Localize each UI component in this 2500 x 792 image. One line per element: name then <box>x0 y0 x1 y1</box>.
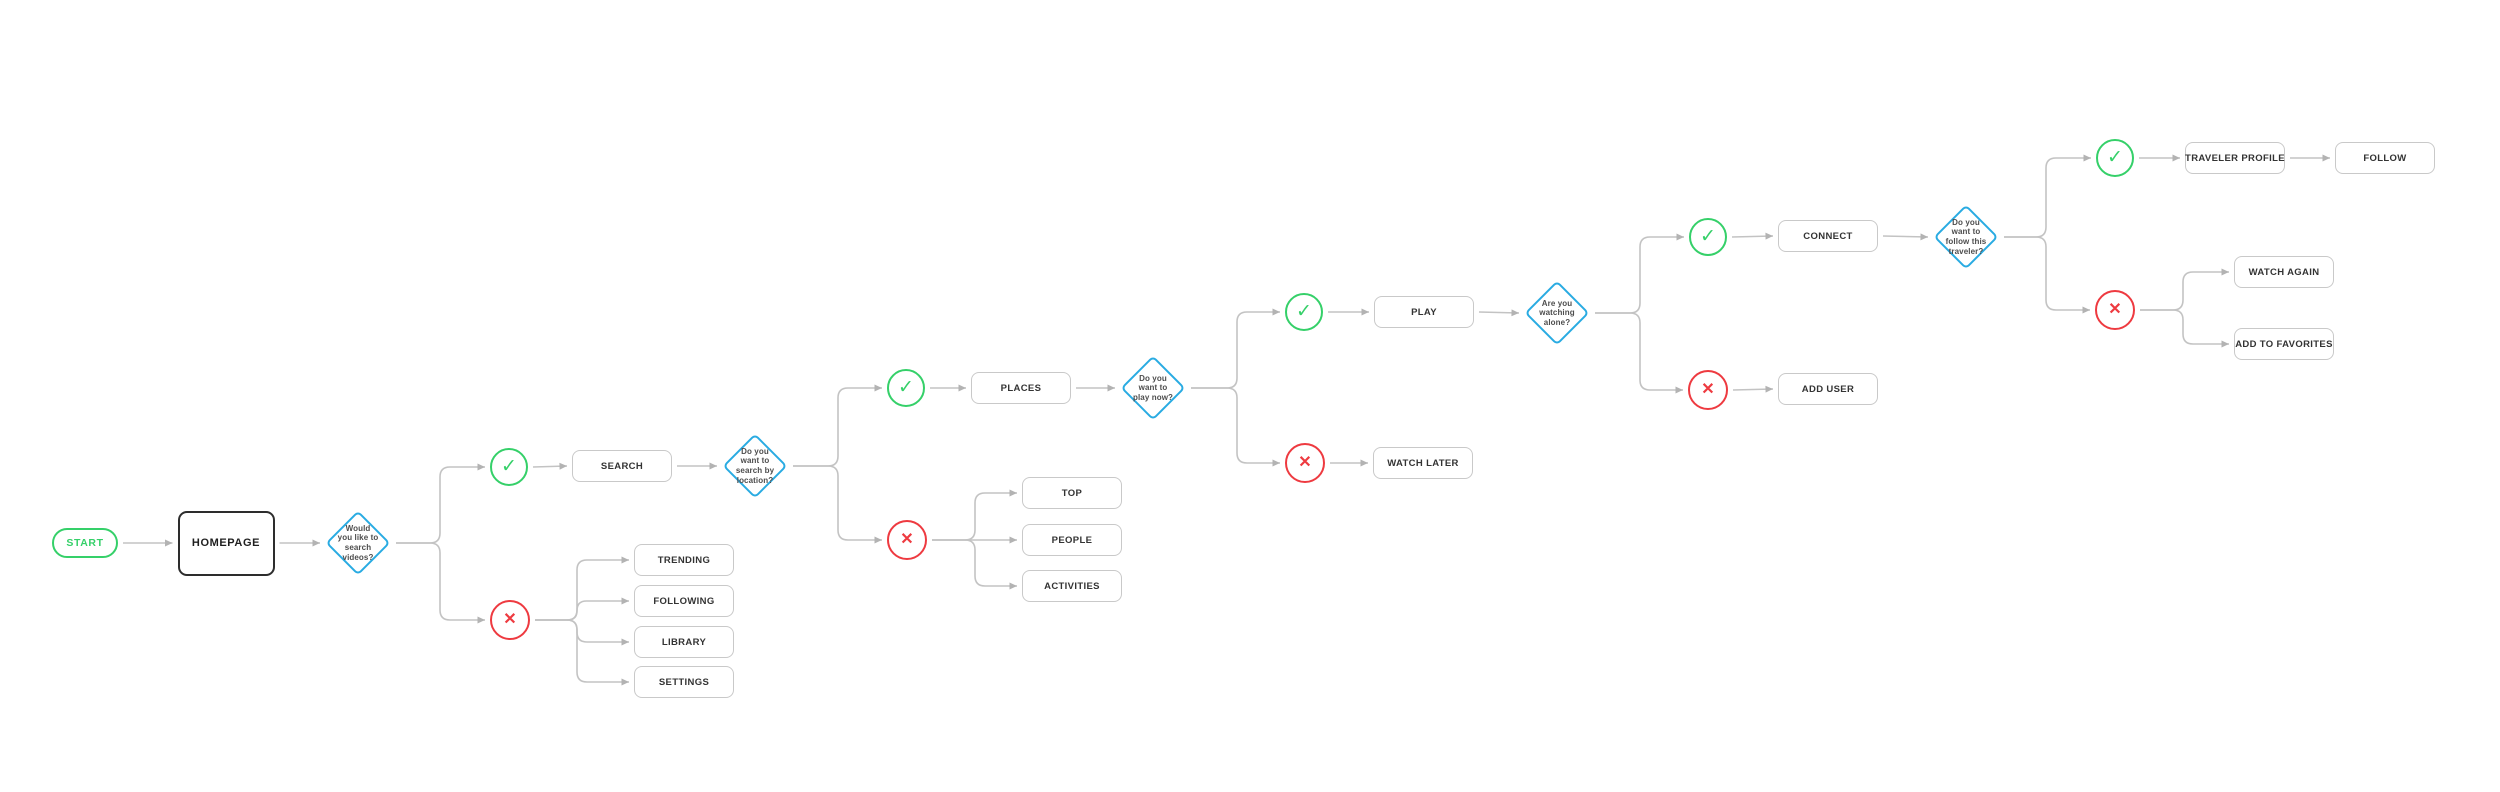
connector-x4-to-adduser <box>1732 385 1774 393</box>
connector-x5-to-addtofavorites <box>2140 309 2229 348</box>
node-label: ACTIVITIES <box>1044 580 1100 592</box>
decision-d3: Do you want to play now? <box>1120 355 1186 421</box>
yes-check-icon: ✓ <box>1285 293 1323 331</box>
node-label: TRAVELER PROFILE <box>2185 152 2285 164</box>
connector-connect-to-d5 <box>1882 233 1929 241</box>
node-label: WATCH AGAIN <box>2248 266 2320 278</box>
node-trending: TRENDING <box>634 544 734 576</box>
node-label: PLAY <box>1411 306 1437 318</box>
node-start: START <box>52 528 118 558</box>
node-places: PLACES <box>971 372 1071 404</box>
node-label: START <box>66 537 104 549</box>
decision-d5: Do you want to follow this traveler? <box>1933 204 1999 270</box>
node-search: SEARCH <box>572 450 672 482</box>
connector-c1-to-search <box>532 462 568 470</box>
node-travelerprofile: TRAVELER PROFILE <box>2185 142 2285 174</box>
node-addtofavorites: ADD TO FAVORITES <box>2234 328 2334 360</box>
connector-d4-to-c4 <box>1595 233 1684 314</box>
node-label: SETTINGS <box>658 676 710 688</box>
node-label: LIBRARY <box>661 636 707 648</box>
cross-glyph-icon: ✕ <box>900 531 914 548</box>
node-label: CONNECT <box>1803 230 1853 242</box>
node-people: PEOPLE <box>1022 524 1122 556</box>
connector-x5-to-watchagain <box>2140 268 2229 311</box>
node-library: LIBRARY <box>634 626 734 658</box>
decision-question: Would you like to search videos? <box>337 523 379 562</box>
check-glyph-icon: ✓ <box>501 455 517 477</box>
check-glyph-icon: ✓ <box>898 376 914 398</box>
node-watchlater: WATCH LATER <box>1373 447 1473 479</box>
node-follow: FOLLOW <box>2335 142 2435 174</box>
node-label: TOP <box>1061 487 1083 499</box>
connector-x1-to-following <box>535 597 629 621</box>
connector-d1-to-x1 <box>396 542 485 624</box>
node-label: HOMEPAGE <box>191 537 261 549</box>
node-label: SEARCH <box>600 460 644 472</box>
decision-question: Are you watching alone? <box>1539 298 1575 327</box>
cross-glyph-icon: ✕ <box>503 611 517 628</box>
node-top: TOP <box>1022 477 1122 509</box>
no-cross-icon: ✕ <box>490 600 530 640</box>
connector-x1-to-settings <box>535 619 629 686</box>
check-glyph-icon: ✓ <box>1296 300 1312 322</box>
check-glyph-icon: ✓ <box>1700 225 1716 247</box>
node-label: WATCH LATER <box>1387 457 1459 469</box>
node-label: ADD USER <box>1801 383 1855 395</box>
cross-glyph-icon: ✕ <box>2108 301 2122 318</box>
node-homepage: HOMEPAGE <box>177 510 275 576</box>
node-play: PLAY <box>1374 296 1474 328</box>
connector-d1-to-c1 <box>396 463 485 544</box>
decision-question: Do you want to search by location? <box>735 446 775 485</box>
yes-check-icon: ✓ <box>1689 218 1727 256</box>
node-label: FOLLOW <box>2363 152 2407 164</box>
node-adduser: ADD USER <box>1778 373 1878 405</box>
connector-x2-to-activities <box>932 539 1017 590</box>
node-label: PLACES <box>1000 382 1042 394</box>
node-label: FOLLOWING <box>653 595 715 607</box>
node-following: FOLLOWING <box>634 585 734 617</box>
no-cross-icon: ✕ <box>887 520 927 560</box>
no-cross-icon: ✕ <box>1285 443 1325 483</box>
node-label: PEOPLE <box>1051 534 1093 546</box>
connector-d4-to-x4 <box>1595 312 1683 394</box>
decision-question: Do you want to play now? <box>1132 373 1173 402</box>
decision-d2: Do you want to search by location? <box>722 433 788 499</box>
connector-d3-to-c3 <box>1191 308 1280 389</box>
yes-check-icon: ✓ <box>490 448 528 486</box>
cross-glyph-icon: ✕ <box>1701 381 1715 398</box>
yes-check-icon: ✓ <box>2096 139 2134 177</box>
yes-check-icon: ✓ <box>887 369 925 407</box>
connector-d5-to-c5 <box>2004 154 2091 238</box>
decision-d1: Would you like to search videos? <box>325 510 391 576</box>
node-watchagain: WATCH AGAIN <box>2234 256 2334 288</box>
connector-d5-to-x5 <box>2004 236 2090 314</box>
node-settings: SETTINGS <box>634 666 734 698</box>
node-label: ADD TO FAVORITES <box>2235 338 2333 350</box>
cross-glyph-icon: ✕ <box>1298 454 1312 471</box>
connector-d2-to-x2 <box>793 465 882 544</box>
no-cross-icon: ✕ <box>2095 290 2135 330</box>
node-label: TRENDING <box>657 554 711 566</box>
connector-play-to-d4 <box>1478 309 1520 317</box>
node-connect: CONNECT <box>1778 220 1878 252</box>
no-cross-icon: ✕ <box>1688 370 1728 410</box>
node-activities: ACTIVITIES <box>1022 570 1122 602</box>
decision-d4: Are you watching alone? <box>1524 280 1590 346</box>
connector-c4-to-connect <box>1731 232 1774 240</box>
connector-d2-to-c2 <box>793 384 882 467</box>
check-glyph-icon: ✓ <box>2107 146 2123 168</box>
connector-d3-to-x3 <box>1191 387 1280 467</box>
decision-question: Do you want to follow this traveler? <box>1945 217 1987 256</box>
